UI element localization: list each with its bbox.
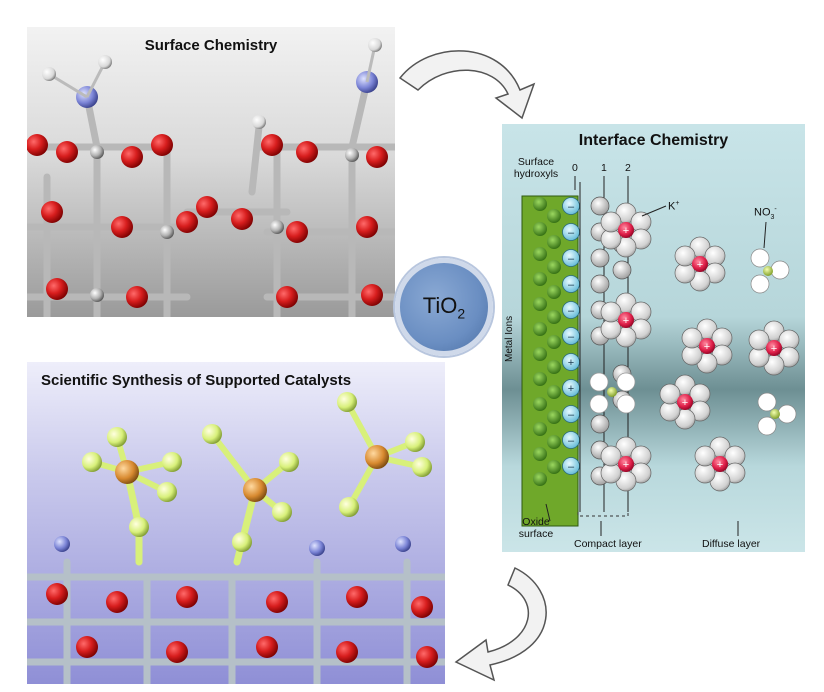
surface-chemistry-panel: Surface Chemistry [27, 27, 395, 317]
svg-text:–: – [568, 409, 575, 421]
bottom-curved-arrow [454, 566, 547, 682]
tio2-subscript: 2 [457, 305, 466, 322]
surface-hydroxyls-line1: Surface [517, 156, 555, 168]
surface-hydroxyls-line2: hydroxyls [513, 168, 559, 180]
svg-text:–: – [568, 279, 575, 291]
plane-1-label: 1 [601, 162, 607, 174]
svg-text:–: – [568, 435, 575, 447]
surface-structure-illustration [27, 38, 395, 317]
svg-text:+: + [623, 459, 629, 471]
svg-text:–: – [568, 253, 575, 265]
double-layer-diagram: – – – – – – + + – – – [521, 176, 800, 536]
anion-charge: - [774, 206, 777, 213]
svg-text:+: + [623, 315, 629, 327]
anion-symbol: NO [754, 206, 771, 219]
anion-subscript: 3 [770, 213, 775, 221]
cation-label: K+ [668, 198, 679, 213]
surface-chemistry-title: Surface Chemistry [144, 37, 278, 54]
surface-hydroxyls-label: Surface hydroxyls [508, 156, 564, 180]
plane-0-label: 0 [572, 162, 578, 174]
metal-ions-label: Metal Ions [504, 315, 515, 362]
svg-text:+: + [771, 343, 777, 355]
oxide-surface-line1: Oxide [522, 516, 550, 528]
svg-text:–: – [568, 201, 575, 213]
svg-text:–: – [568, 227, 575, 239]
svg-text:+: + [704, 341, 710, 353]
svg-text:+: + [717, 459, 723, 471]
interface-chemistry-title: Interface Chemistry [578, 132, 729, 149]
tio2-badge: TiO2 [395, 258, 493, 356]
interface-chemistry-panel: – – – – – – + + – – – [502, 124, 805, 552]
tio2-label: TiO2 [423, 293, 465, 321]
svg-text:–: – [568, 461, 575, 473]
svg-text:–: – [568, 331, 575, 343]
catalyst-synthesis-title: Scientific Synthesis of Supported Cataly… [41, 372, 352, 389]
anion-label: NO3- [754, 204, 777, 224]
top-curved-arrow [398, 50, 536, 120]
catalyst-synthesis-panel: Scientific Synthesis of Supported Cataly… [27, 362, 445, 684]
diffuse-layer-label: Diffuse layer [702, 538, 761, 550]
svg-text:+: + [697, 259, 703, 271]
compact-layer-label: Compact layer [574, 538, 642, 550]
cation-charge: + [675, 200, 680, 207]
oxide-surface-label: Oxide surface [512, 516, 560, 540]
tio2-main: TiO [422, 292, 458, 318]
svg-text:+: + [568, 383, 574, 395]
svg-text:–: – [568, 305, 575, 317]
svg-text:+: + [682, 397, 688, 409]
supported-catalyst-illustration [27, 392, 445, 684]
oxide-surface-line2: surface [518, 528, 554, 540]
cation-symbol: K [668, 200, 676, 213]
svg-text:+: + [623, 225, 629, 237]
plane-2-label: 2 [625, 162, 631, 174]
svg-text:+: + [568, 357, 574, 369]
